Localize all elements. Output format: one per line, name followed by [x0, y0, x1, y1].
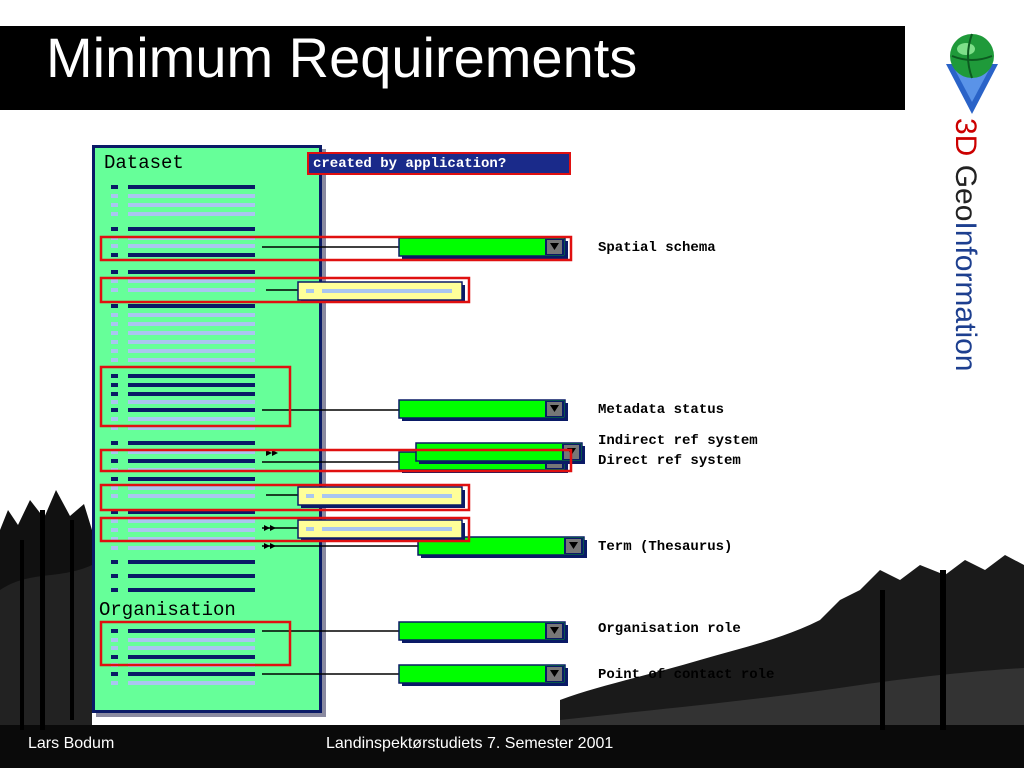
dropdown-organisation-role [398, 621, 568, 643]
label-indirect-ref-system: Indirect ref system [598, 433, 758, 449]
tree-silhouette-background [0, 490, 1024, 768]
slide-title: Minimum Requirements [46, 26, 638, 89]
dropdown-metadata-status [398, 399, 568, 421]
footer-author: Lars Bodum [28, 735, 115, 752]
label-term-thesaurus: Term (Thesaurus) [598, 539, 733, 555]
dataset-label: Dataset [104, 152, 184, 174]
footer-course: Landinspektørstudiets 7. Semester 2001 [326, 735, 614, 752]
note-text: created by application? [313, 156, 507, 172]
globe-logo-icon [946, 33, 998, 114]
yellow-text-field-1 [297, 281, 465, 303]
dropdown-point-of-contact-role [398, 664, 568, 686]
yellow-text-field-2 [297, 486, 465, 508]
created-by-application-note: created by application? [307, 152, 571, 175]
label-metadata-status: Metadata status [598, 402, 725, 418]
dropdown-spatial-schema [398, 237, 568, 259]
title-bar [0, 26, 905, 110]
dropdown-indirect-ref-system [415, 442, 585, 464]
label-point-of-contact-role: Point of contact role [598, 667, 775, 683]
yellow-text-field-3 [297, 519, 465, 541]
label-organisation-role: Organisation role [598, 621, 741, 637]
double-arrow-icons [264, 450, 278, 549]
label-direct-ref-system: Direct ref system [598, 453, 741, 469]
highlight-boxes [99, 235, 573, 667]
label-spatial-schema: Spatial schema [598, 240, 716, 256]
connector-lines [262, 246, 418, 675]
organisation-label: Organisation [99, 599, 236, 621]
